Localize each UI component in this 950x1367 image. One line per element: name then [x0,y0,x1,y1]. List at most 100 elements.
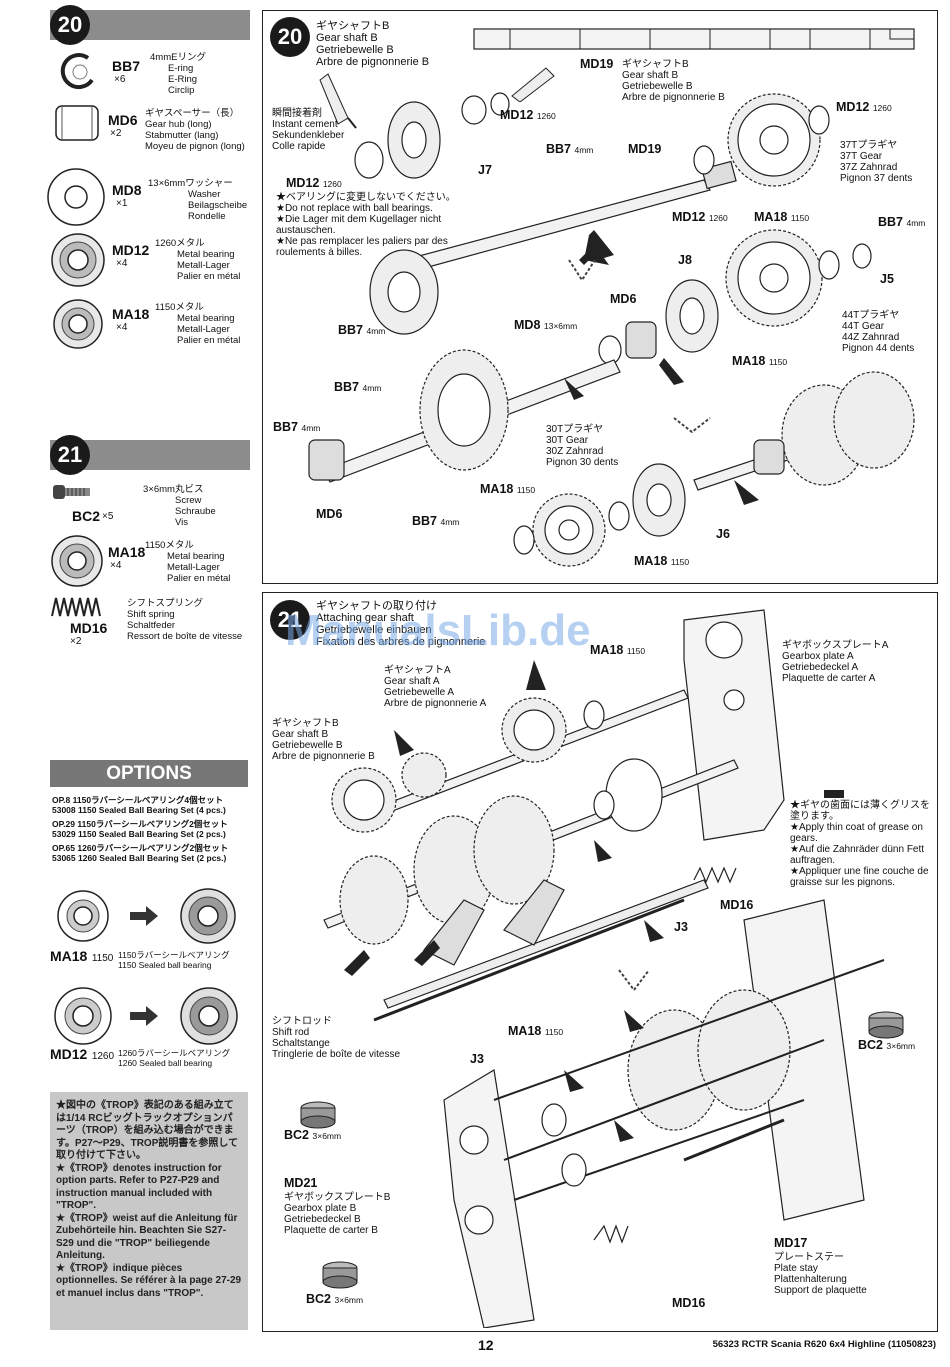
part-md12-qty: ×4 [116,258,128,269]
plate-a-de: Getriebedeckel A [782,662,859,673]
callout-j3-a: J3 [674,920,688,934]
gear44-jp: 44Tプラギヤ [842,310,900,321]
swap-ma18-size: 1150 [91,953,114,964]
options-list: OP.8 1150ラバーシールベアリング4個セット 53008 1150 Sea… [52,795,252,863]
part-bc2-de: Schraube [175,506,216,517]
shift-spring-icon [51,597,101,617]
part-md8-de: Beilagscheibe [188,200,248,211]
part-bc2-desc: 3×6mm丸ビス Screw Schraube Vis [143,484,216,528]
callout-md19: MD19 [628,142,662,156]
gear-30t-label: 30Tプラギヤ 30T Gear 30Z Zahnrad Pignon 30 d… [546,424,618,468]
cement-de: Sekundenkleber [272,130,345,141]
part-md8-code: MD8 [112,182,142,198]
plate-b-jp: ギヤボックスプレートB [284,1192,391,1203]
swap-md12-en: 1260 Sealed ball bearing [118,1058,213,1068]
gear-hub-icon [55,105,99,141]
bearing-warning: ★ベアリングに変更しないでください。 ★Do not replace with … [276,192,456,258]
callout-md17: MD17 [774,1236,808,1250]
part-md12-code: MD12 [112,242,150,258]
gear30-en: 30T Gear [546,435,589,446]
gear-shaft-b-label: ギヤシャフトB Gear shaft B Getriebewelle B Arb… [272,718,375,762]
part-bc2-jp: 3×6mm丸ビス [143,484,204,495]
callout-ma18-a-size: 1150 [790,213,810,223]
callout-bc2-b-code: BC2 [284,1128,310,1142]
metal-bearing-1260-icon [51,233,105,287]
callout-bb7-e: BB7 4mm [273,420,320,434]
part-ma18-qty: ×4 [116,322,128,333]
swap-md12-code: MD12 [50,1046,88,1062]
stay-en: Plate stay [774,1263,818,1274]
part-ma18b-de: Metall-Lager [167,562,220,573]
callout-ma18-b-size: 1150 [768,357,788,367]
gearbox-plate-a-label: ギヤボックスプレートA Gearbox plate A Getriebedeck… [782,640,888,684]
shift-rod-jp: シフトロッド [272,1016,332,1027]
trop-note: ★図中の《TROP》表記のある組み立ては1/14 RCビッグトラックオプションパ… [50,1092,248,1330]
gear44-de: 44Z Zahnrad [842,332,900,343]
gear37-en: 37T Gear [840,151,883,162]
step20-number: 20 [270,17,310,57]
callout-ma18-c: MA18 1150 [480,482,535,496]
step21-number: 21 [270,600,310,640]
callout-ma18-b: MA18 1150 [732,354,787,368]
step20-parts-number: 20 [50,5,90,45]
part-bc2-fr: Vis [175,517,189,528]
callout-bb7-f-size: 4mm [440,517,460,527]
callout-bb7-b: BB7 4mm [878,215,925,229]
shift-rod-en: Shift rod [272,1027,310,1038]
part-md6-en: Gear hub (long) [145,119,212,130]
swap-ma18-en: 1150 Sealed ball bearing [118,960,212,970]
part-ma18b-en: Metal bearing [167,551,225,562]
callout-bc2-b-size: 3×6mm [312,1131,342,1141]
sealed-bearing-icon [180,987,238,1045]
callout-ma18-d-size: 1150 [670,557,690,567]
part-md6-fr: Moyeu de pignon (long) [145,141,245,152]
callout-bb7-a: BB7 4mm [546,142,593,156]
part-md8-en: Washer [188,189,221,200]
part-ma18b-jp: 1150メタル [145,540,194,551]
warning-en: ★Do not replace with ball bearings. [276,203,433,214]
md12-warning-code-text: MD12 [286,176,320,190]
warning-jp: ★ベアリングに変更しないでください。 [276,192,456,203]
callout-j3-b: J3 [470,1052,484,1066]
shift-rod-de: Schaltstange [272,1038,330,1049]
part-md12-en: Metal bearing [177,249,235,260]
plate-b-de: Getriebedeckel B [284,1214,361,1225]
option-op65-ref: OP.65 [52,843,76,853]
metal-bearing-1150-icon [51,535,103,587]
bearing-stack-icon [868,1011,904,1039]
part-md6-code: MD6 [108,112,138,128]
gear44-en: 44T Gear [842,321,885,332]
cement-jp: 瞬間接着剤 [272,108,322,119]
callout-md16-a: MD16 [720,898,754,912]
trop-note-fr: ★《TROP》indique pièces optionnelles. Se r… [56,1262,242,1299]
arrow-right-icon [130,1006,158,1026]
instant-cement-label: 瞬間接着剤 Instant cement Sekundenkleber Coll… [272,108,344,152]
gear-shaft-a-label: ギヤシャフトA Gear shaft A Getriebewelle A Arb… [384,665,486,709]
washer-icon [47,168,105,226]
callout-bb7-e-size: 4mm [301,423,321,433]
callout-bc2-c: BC2 3×6mm [306,1292,363,1306]
step21-parts-number: 21 [50,435,90,475]
gearbox-plate-b-label: ギヤボックスプレートB Gearbox plate B Getriebedeck… [284,1192,390,1236]
callout-md12-d-size: 1260 [708,213,728,223]
part-md8-qty: ×1 [116,198,128,209]
md12-warning-size: 1260 [322,179,342,189]
option-op8: OP.8 1150ラバーシールベアリング4個セット [52,795,252,805]
part-ma18b-desc: 1150メタル Metal bearing Metall-Lager Palie… [145,540,230,584]
part-ma18b-fr: Palier en métal [167,573,231,584]
callout-bc2-a-code: BC2 [858,1038,884,1052]
step21-exploded-drawing [323,609,885,1328]
part-md12-jp: 1260メタル [155,238,205,249]
callout-j6: J6 [716,527,730,541]
part-ma18-desc: 1150メタル Metal bearing Metall-Lager Palie… [155,302,240,346]
stay-de: Plattenhalterung [774,1274,847,1285]
shaft-a-jp: ギヤシャフトA [384,665,451,676]
callout-bb7-d-code: BB7 [334,380,360,394]
swap-ma18-jp: 1150ラバーシールベアリング [118,950,230,960]
callout-ma18-a-code: MA18 [754,210,788,224]
gear30-de: 30Z Zahnrad [546,446,604,457]
part-md16-jp: シフトスプリング [127,598,204,609]
shaft-a-fr: Arbre de pignonnerie A [384,698,487,709]
gear30-jp: 30Tプラギヤ [546,424,604,435]
trop-note-en: ★《TROP》denotes instruction for option pa… [56,1162,222,1212]
